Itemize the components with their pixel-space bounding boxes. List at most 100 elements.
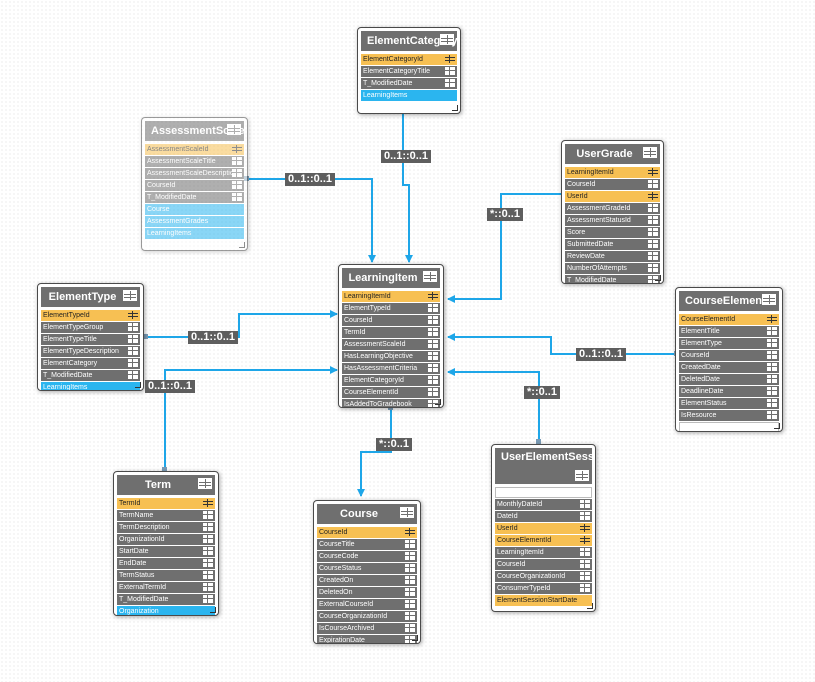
wire-learningitem-course[interactable] — [357, 408, 392, 497]
field-row[interactable]: LearningItemId — [565, 167, 660, 178]
resize-handle[interactable] — [412, 635, 418, 641]
field-row[interactable]: ElementCategoryTitle — [361, 66, 457, 77]
entity-header[interactable]: Course — [317, 504, 417, 524]
field-row[interactable]: ElementTitle — [679, 326, 779, 337]
relationship-label[interactable]: *::0..1 — [524, 386, 560, 399]
resize-handle[interactable] — [587, 603, 593, 609]
relationship-label[interactable]: *::0..1 — [487, 208, 523, 221]
field-row[interactable]: ElementCategory — [41, 358, 140, 369]
field-row[interactable]: CourseOrganizationId — [317, 611, 417, 622]
relationship-label[interactable]: 0..1::0..1 — [576, 348, 627, 361]
relationship-label[interactable]: *::0..1 — [376, 438, 412, 451]
field-row[interactable]: AssessmentScaleDescription — [145, 168, 244, 179]
field-row[interactable]: DeletedDate — [679, 374, 779, 385]
entity-term[interactable]: Term TermId TermName TermDescription Org… — [113, 471, 219, 616]
field-row[interactable]: CourseId — [495, 559, 592, 570]
field-row[interactable]: DeadlineDate — [679, 386, 779, 397]
field-row[interactable]: DateId — [495, 511, 592, 522]
field-row[interactable]: EndDate — [117, 558, 215, 569]
field-row[interactable]: ElementTypeTitle — [41, 334, 140, 345]
field-row[interactable]: CourseId — [317, 527, 417, 538]
resize-handle[interactable] — [135, 382, 141, 388]
entity-course[interactable]: Course CourseId CourseTitle CourseCode C… — [313, 500, 421, 644]
field-row[interactable]: ElementStatus — [679, 398, 779, 409]
field-row[interactable]: TermStatus — [117, 570, 215, 581]
field-row[interactable]: TermId — [342, 327, 440, 338]
field-row[interactable]: SubmittedDate — [565, 239, 660, 250]
field-row[interactable]: LearningItemId — [342, 291, 440, 302]
navigation-row[interactable]: Course — [145, 204, 244, 215]
field-row[interactable]: T_ModifiedDate — [565, 275, 660, 283]
field-row[interactable]: ElementType — [679, 338, 779, 349]
resize-handle[interactable] — [655, 275, 661, 281]
field-row[interactable]: DeletedOn — [317, 587, 417, 598]
field-row[interactable]: Score — [565, 227, 660, 238]
field-row[interactable]: IsCourseArchived — [317, 623, 417, 634]
field-row[interactable]: CourseOrganizationId — [495, 571, 592, 582]
field-row[interactable]: ElementTypeGroup — [41, 322, 140, 333]
field-row[interactable]: IsResource — [679, 410, 779, 421]
field-row[interactable]: NumberOfAttempts — [565, 263, 660, 274]
navigation-row[interactable]: Organization — [117, 606, 215, 615]
field-row[interactable]: AssessmentScaleId — [145, 144, 244, 155]
field-row[interactable]: UserId — [565, 191, 660, 202]
entity-elementcategory[interactable]: ElementCategory ElementCategoryId Elemen… — [357, 27, 461, 114]
field-row[interactable]: ElementTypeDescription — [41, 346, 140, 357]
field-row[interactable]: ConsumerTypeId — [495, 583, 592, 594]
entity-elementtype[interactable]: ElementType ElementTypeId ElementTypeGro… — [37, 283, 144, 391]
field-row[interactable]: ElementCategoryId — [361, 54, 457, 65]
field-row[interactable]: ExpirationDate — [317, 635, 417, 643]
field-row[interactable]: HasLearningObjective — [342, 351, 440, 362]
field-row[interactable]: CreatedOn — [317, 575, 417, 586]
field-row[interactable]: ElementTypeId — [41, 310, 140, 321]
field-row[interactable]: CourseId — [342, 315, 440, 326]
resize-handle[interactable] — [435, 399, 441, 405]
field-row[interactable]: CourseStatus — [317, 563, 417, 574]
field-row[interactable]: CourseTitle — [317, 539, 417, 550]
field-row[interactable]: ExternalTermId — [117, 582, 215, 593]
entity-usergrade[interactable]: UserGrade LearningItemId CourseId UserId… — [561, 140, 664, 284]
field-row[interactable]: CourseId — [679, 350, 779, 361]
wire-courseelement-learningitem[interactable] — [447, 333, 677, 355]
entity-learningitem[interactable]: LearningItem LearningItemId ElementTypeI… — [338, 264, 444, 408]
field-row[interactable]: T_ModifiedDate — [41, 370, 140, 381]
resize-handle[interactable] — [774, 423, 780, 429]
field-row[interactable]: ReviewDate — [565, 251, 660, 262]
field-row[interactable]: HasAssessmentCriteria — [342, 363, 440, 374]
field-row[interactable]: CourseCode — [317, 551, 417, 562]
navigation-row[interactable]: LearningItems — [361, 90, 457, 101]
field-row[interactable]: TermId — [117, 498, 215, 509]
field-row[interactable]: CourseElementId — [495, 535, 592, 546]
field-row[interactable]: ExternalCourseId — [317, 599, 417, 610]
entity-header[interactable]: Term — [117, 475, 215, 495]
entity-header[interactable]: UserGrade — [565, 144, 660, 164]
field-row[interactable]: TermDescription — [117, 522, 215, 533]
field-row[interactable]: CourseId — [145, 180, 244, 191]
field-row[interactable]: T_ModifiedDate — [361, 78, 457, 89]
field-row-partial[interactable] — [495, 487, 592, 498]
wire-assessmentscale-learningitem[interactable] — [247, 178, 376, 263]
field-row[interactable]: CourseElementId — [679, 314, 779, 325]
resize-handle[interactable] — [452, 105, 458, 111]
field-row[interactable]: ElementTypeId — [342, 303, 440, 314]
field-row[interactable]: AssessmentScaleTitle — [145, 156, 244, 167]
field-row[interactable]: AssessmentStatusId — [565, 215, 660, 226]
navigation-row[interactable]: LearningItems — [145, 228, 244, 239]
field-row[interactable]: AssessmentScaleId — [342, 339, 440, 350]
relationship-label[interactable]: 0..1::0..1 — [145, 380, 196, 393]
entity-userelementsession[interactable]: UserElementSession MonthlyDateId DateId … — [491, 444, 596, 612]
relationship-label[interactable]: 0..1::0..1 — [188, 331, 239, 344]
entity-assessmentscale[interactable]: AssessmentScale AssessmentScaleId Assess… — [141, 117, 248, 251]
field-row[interactable]: CourseElementId — [342, 387, 440, 398]
field-row[interactable]: T_ModifiedDate — [145, 192, 244, 203]
field-row[interactable]: StartDate — [117, 546, 215, 557]
navigation-row[interactable]: AssessmentGrades — [145, 216, 244, 227]
wire-userelementsession-learningitem[interactable] — [447, 368, 540, 442]
entity-header[interactable]: AssessmentScale — [145, 121, 244, 141]
entity-header[interactable]: CourseElement — [679, 291, 779, 311]
entity-courseelement[interactable]: CourseElement CourseElementId ElementTit… — [675, 287, 783, 432]
field-row[interactable]: AssessmentGradeId — [565, 203, 660, 214]
field-row[interactable]: ElementCategoryId — [342, 375, 440, 386]
field-row[interactable]: TermName — [117, 510, 215, 521]
relationship-label[interactable]: 0..1::0..1 — [381, 150, 432, 163]
